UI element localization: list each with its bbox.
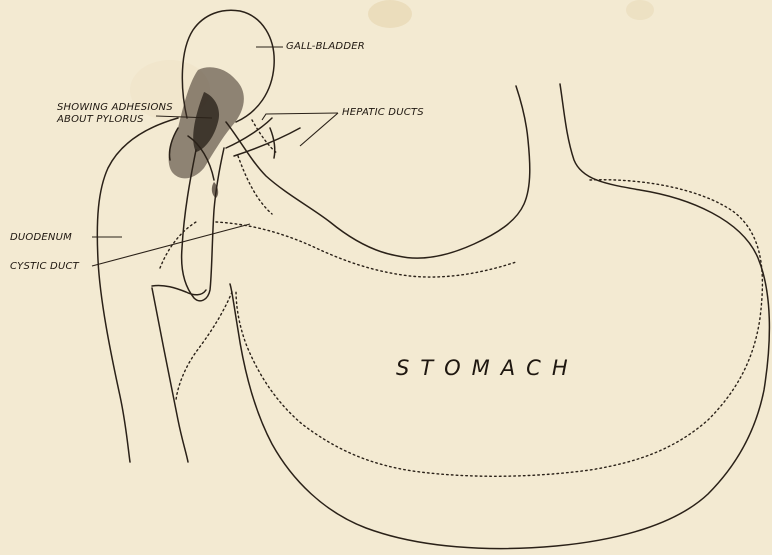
stomach-label: STOMACH [396,356,579,380]
adhesions-label-line2: ABOUT PYLORUS [57,114,144,125]
gall-bladder-label: GALL-BLADDER [286,41,365,52]
hepatic-ducts-label: HEPATIC DUCTS [342,107,424,118]
duodenum-label: DUODENUM [10,232,72,243]
cystic-duct-label: CYSTIC DUCT [10,261,79,272]
adhesions-label-line1: SHOWING ADHESIONS [57,102,173,113]
